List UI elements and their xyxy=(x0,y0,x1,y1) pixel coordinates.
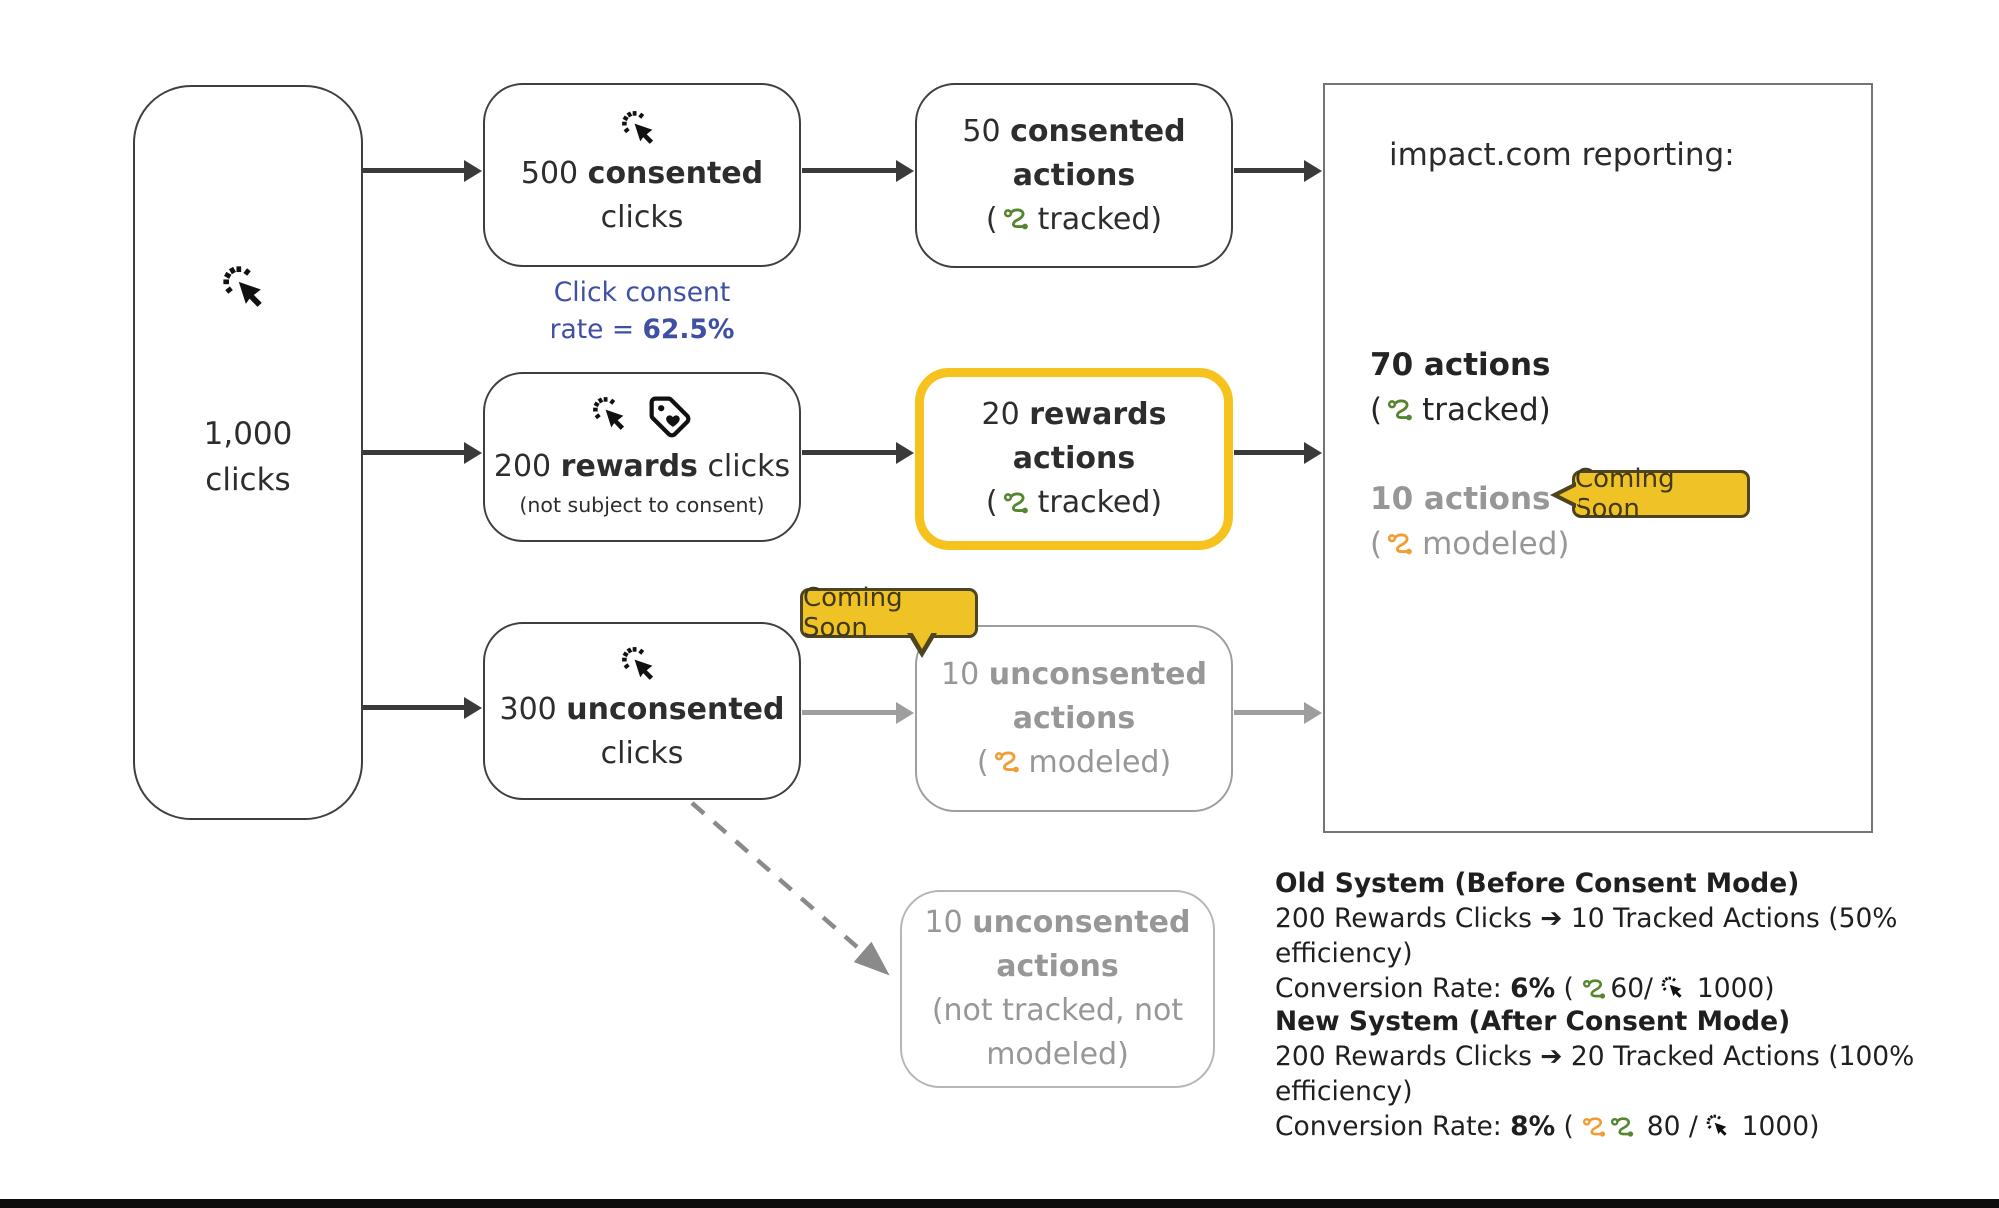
cursor-click-icon xyxy=(592,396,634,438)
report-modeled-group: 10 actions ( modeled) xyxy=(1370,481,1570,562)
coming-soon-badge-flow: Coming Soon xyxy=(800,583,978,658)
arrow-source-to-consented xyxy=(363,168,465,173)
click-consent-rate-label: Click consent rate = 62.5% xyxy=(549,277,735,345)
unconsented-modeled-label: 10 unconsented xyxy=(941,656,1207,692)
unconsented-modeled-actions-box: 10 unconsented actions ( modeled) xyxy=(915,625,1233,812)
rewards-clicks-label: 200 rewards clicks xyxy=(493,449,791,484)
unconsented-lost-label: 10 unconsented xyxy=(924,905,1191,940)
consented-actions-label: 50 consented xyxy=(962,113,1186,149)
arrow-rewards-actions-to-report xyxy=(1234,450,1305,455)
route-tracked-icon xyxy=(1610,1115,1638,1140)
route-modeled-icon xyxy=(1582,1115,1610,1140)
consented-clicks-box: 500 consented clicks xyxy=(483,83,801,267)
arrow-rewards-to-actions xyxy=(802,450,897,455)
consented-clicks-label: 500 consented xyxy=(520,156,764,191)
unconsented-lost-actions-box: 10 unconsented actions (not tracked, not… xyxy=(900,890,1215,1088)
cursor-click-icon xyxy=(621,110,663,152)
legend-old-system: Old System (Before Consent Mode) 200 Rew… xyxy=(1275,868,1898,1004)
route-tracked-icon xyxy=(1003,206,1033,233)
arrow-modeled-actions-to-report xyxy=(1234,710,1305,715)
route-modeled-icon xyxy=(1387,531,1417,558)
panel-title: impact.com reporting: xyxy=(1389,137,1735,173)
route-tracked-icon xyxy=(1387,397,1417,424)
report-tracked-group: 70 actions ( tracked) xyxy=(1370,347,1551,428)
rewards-actions-box-highlighted: 20 rewards actions ( tracked) xyxy=(915,368,1233,550)
arrow-consented-to-actions xyxy=(802,168,897,173)
route-tracked-icon xyxy=(1582,977,1610,1002)
unconsented-clicks-box: 300 unconsented clicks xyxy=(483,622,801,800)
rewards-actions-label: 20 rewards xyxy=(981,397,1167,432)
source-clicks-label: 1,000 clicks xyxy=(203,416,293,498)
legend-new-system: New System (After Consent Mode) 200 Rewa… xyxy=(1275,1006,1915,1142)
rewards-tag-heart-icon xyxy=(648,395,692,439)
bottom-border-bar xyxy=(0,1199,1999,1208)
arrow-consented-actions-to-report xyxy=(1234,168,1305,173)
coming-soon-badge-report: Coming Soon xyxy=(1550,464,1750,524)
rewards-clicks-box: 200 rewards clicks (not subject to conse… xyxy=(483,372,801,542)
cursor-click-icon xyxy=(621,646,663,688)
arrow-source-to-rewards xyxy=(363,450,465,455)
arrow-unconsented-to-modeled xyxy=(802,710,897,715)
rewards-clicks-note: (not subject to consent) xyxy=(519,493,765,517)
route-modeled-icon xyxy=(994,749,1024,776)
arrow-source-to-unconsented xyxy=(363,705,465,710)
dashed-arrow-unconsented-to-lost xyxy=(690,801,890,976)
cursor-click-icon xyxy=(222,265,274,317)
consented-actions-box: 50 consented actions ( tracked) xyxy=(915,83,1233,268)
cursor-click-icon xyxy=(1661,976,1688,1003)
cursor-click-icon xyxy=(1706,1114,1733,1141)
route-tracked-icon xyxy=(1003,490,1033,517)
source-clicks-box: 1,000 clicks xyxy=(133,85,363,820)
unconsented-clicks-label: 300 unconsented xyxy=(499,692,785,727)
impact-reporting-panel: impact.com reporting: 70 actions ( track… xyxy=(1323,83,1873,833)
